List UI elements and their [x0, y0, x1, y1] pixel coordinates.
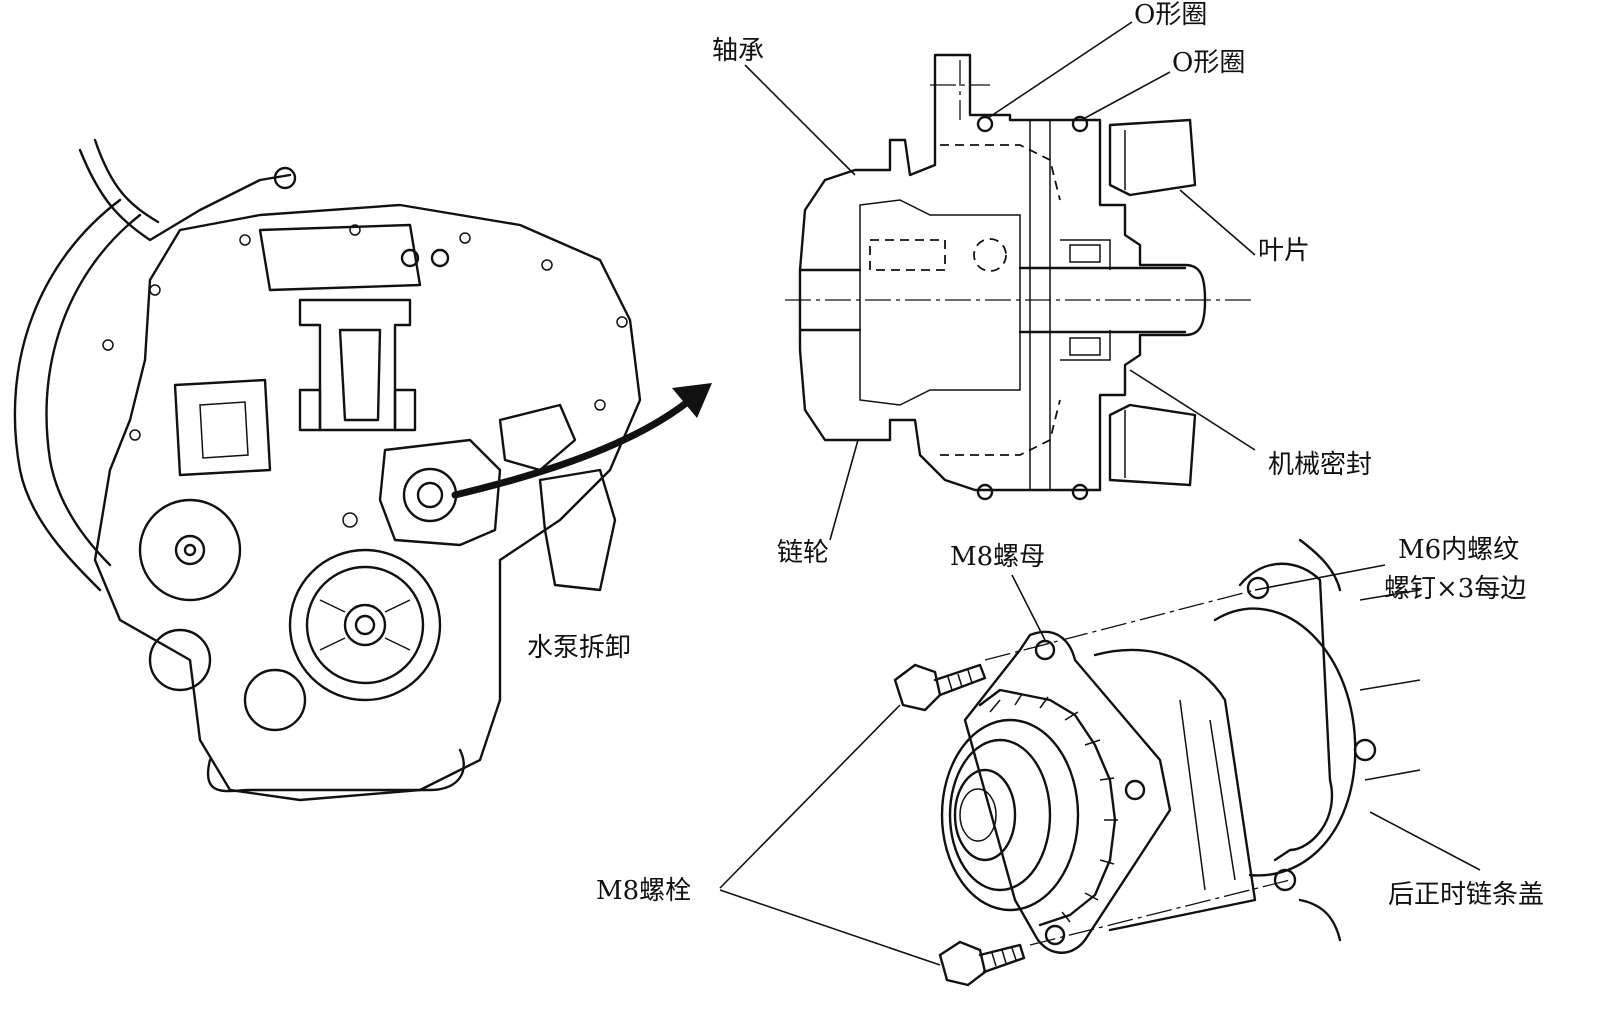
label-rear-timing-cover: 后正时链条盖	[1388, 880, 1545, 910]
label-oring-top: O形圈	[1134, 0, 1208, 30]
label-mechanical-seal: 机械密封	[1268, 450, 1373, 480]
leader-lines	[719, 21, 1481, 966]
label-m6-screw-line1: M6内螺纹	[1398, 535, 1520, 565]
pump-cross-section	[785, 53, 1255, 501]
label-bearing: 轴承	[712, 36, 765, 66]
label-oring-second: O形圈	[1172, 48, 1246, 78]
engine-drawing	[13, 138, 712, 802]
pump-assembly	[893, 538, 1421, 987]
label-m8-nut: M8螺母	[950, 542, 1046, 572]
label-m6-screw-line2: 螺钉×3每边	[1384, 574, 1527, 604]
label-water-pump-removal: 水泵拆卸	[527, 633, 632, 663]
label-sprocket: 链轮	[777, 538, 830, 568]
label-m8-bolt: M8螺栓	[596, 876, 692, 906]
label-impeller: 叶片	[1258, 236, 1311, 266]
